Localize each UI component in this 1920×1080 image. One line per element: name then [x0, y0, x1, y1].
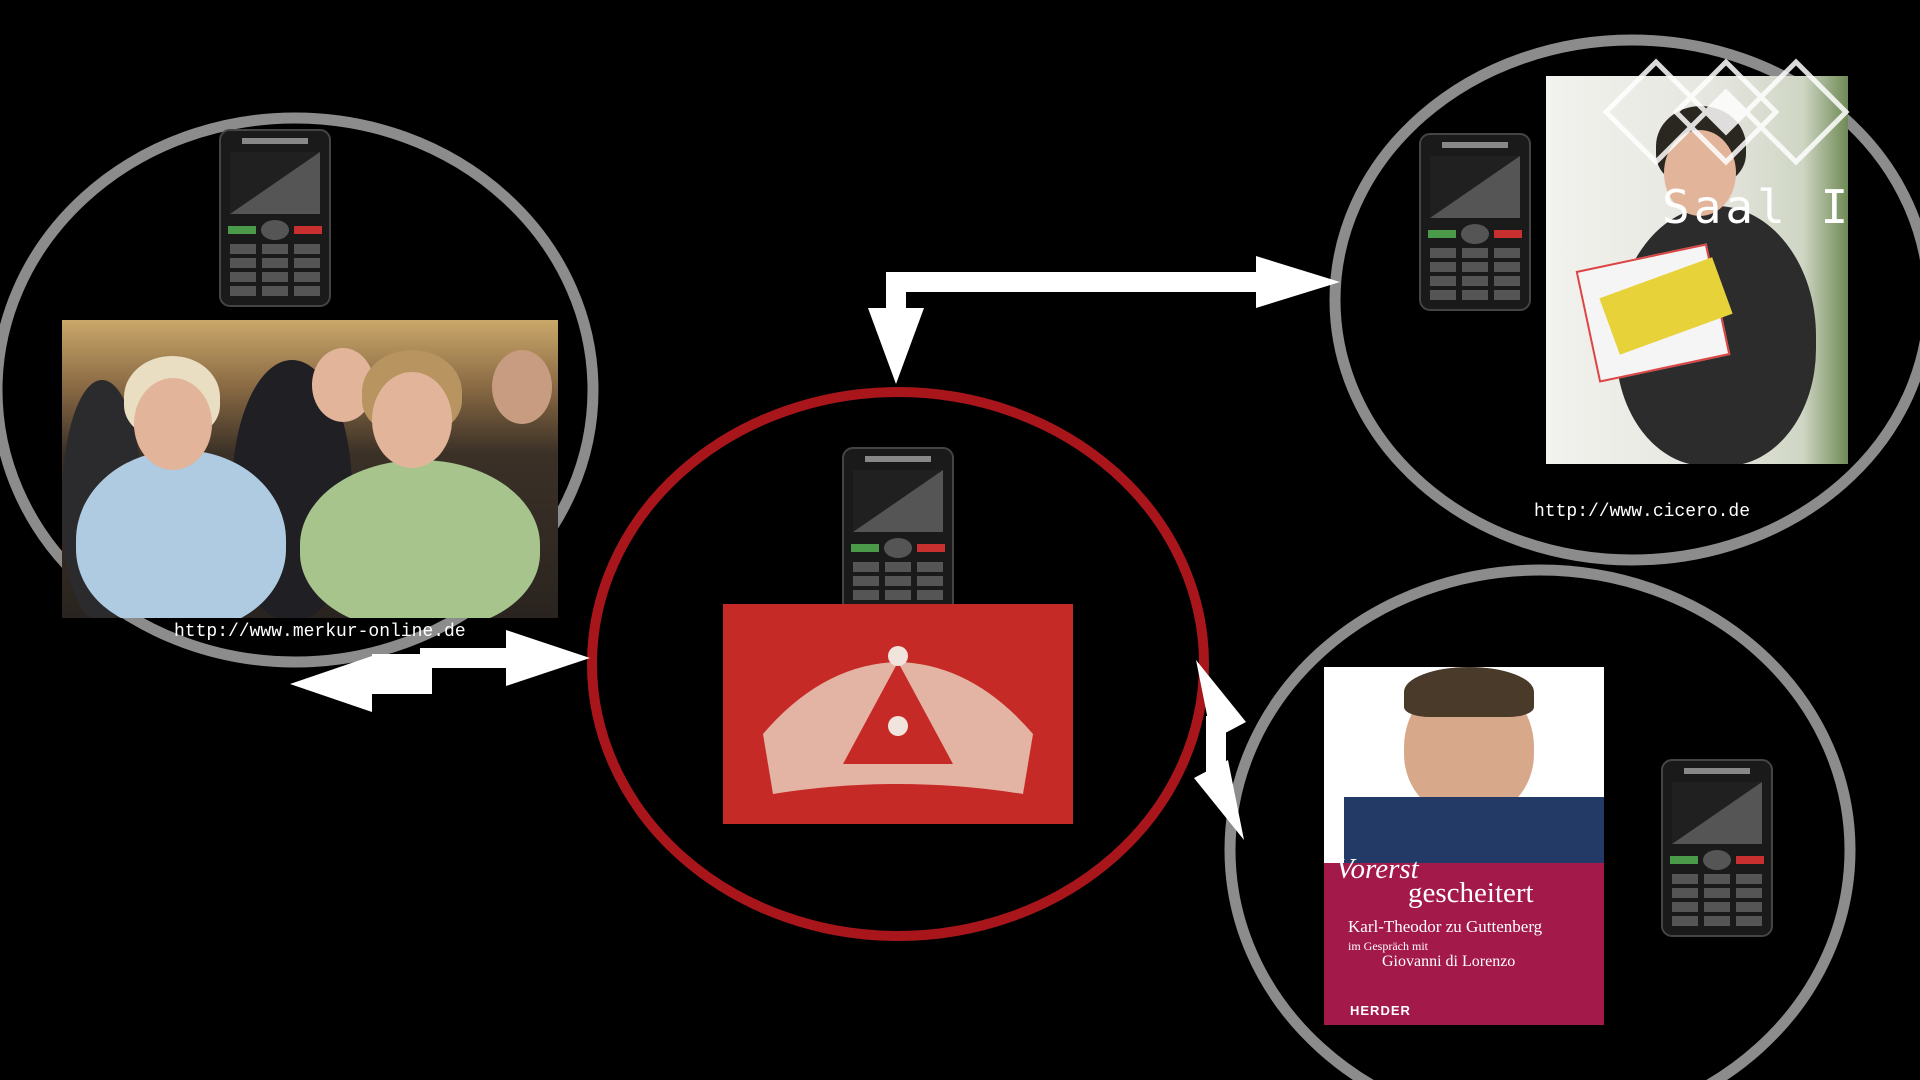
ring-left	[0, 112, 599, 668]
double-arrow-icon	[290, 630, 590, 712]
double-arrow-icon	[1194, 660, 1246, 840]
photo-red-jacket	[723, 604, 1073, 824]
channel-logo-text: Saal I	[1662, 180, 1853, 234]
url-cicero: http://www.cicero.de	[1534, 502, 1751, 522]
photo-merkur	[62, 320, 558, 618]
ring-bottom-right	[1224, 564, 1856, 1080]
book-publisher: HERDER	[1350, 1003, 1411, 1018]
book-interviewer: Giovanni di Lorenzo	[1382, 953, 1516, 970]
book-subtitle: im Gespräch mit	[1348, 939, 1428, 953]
ring-center	[587, 387, 1209, 941]
double-arrow-icon	[868, 256, 1340, 384]
mobile-phone-icon	[1661, 759, 1773, 937]
book-title-line2: gescheitert	[1408, 877, 1534, 909]
book-title-line1: Vorerst	[1336, 853, 1419, 885]
mobile-phone-icon	[219, 129, 331, 307]
book-cover: Vorerst gescheitert Karl-Theodor zu Gutt…	[1324, 667, 1604, 1025]
channel-logo-icon	[1602, 58, 1850, 166]
ring-top-right	[1329, 34, 1920, 566]
mobile-phone-icon	[1419, 133, 1531, 311]
mobile-phone-icon	[842, 447, 954, 625]
book-author: Karl-Theodor zu Guttenberg	[1348, 917, 1543, 936]
url-merkur: http://www.merkur-online.de	[174, 622, 466, 642]
book-title-band	[1324, 863, 1604, 1025]
